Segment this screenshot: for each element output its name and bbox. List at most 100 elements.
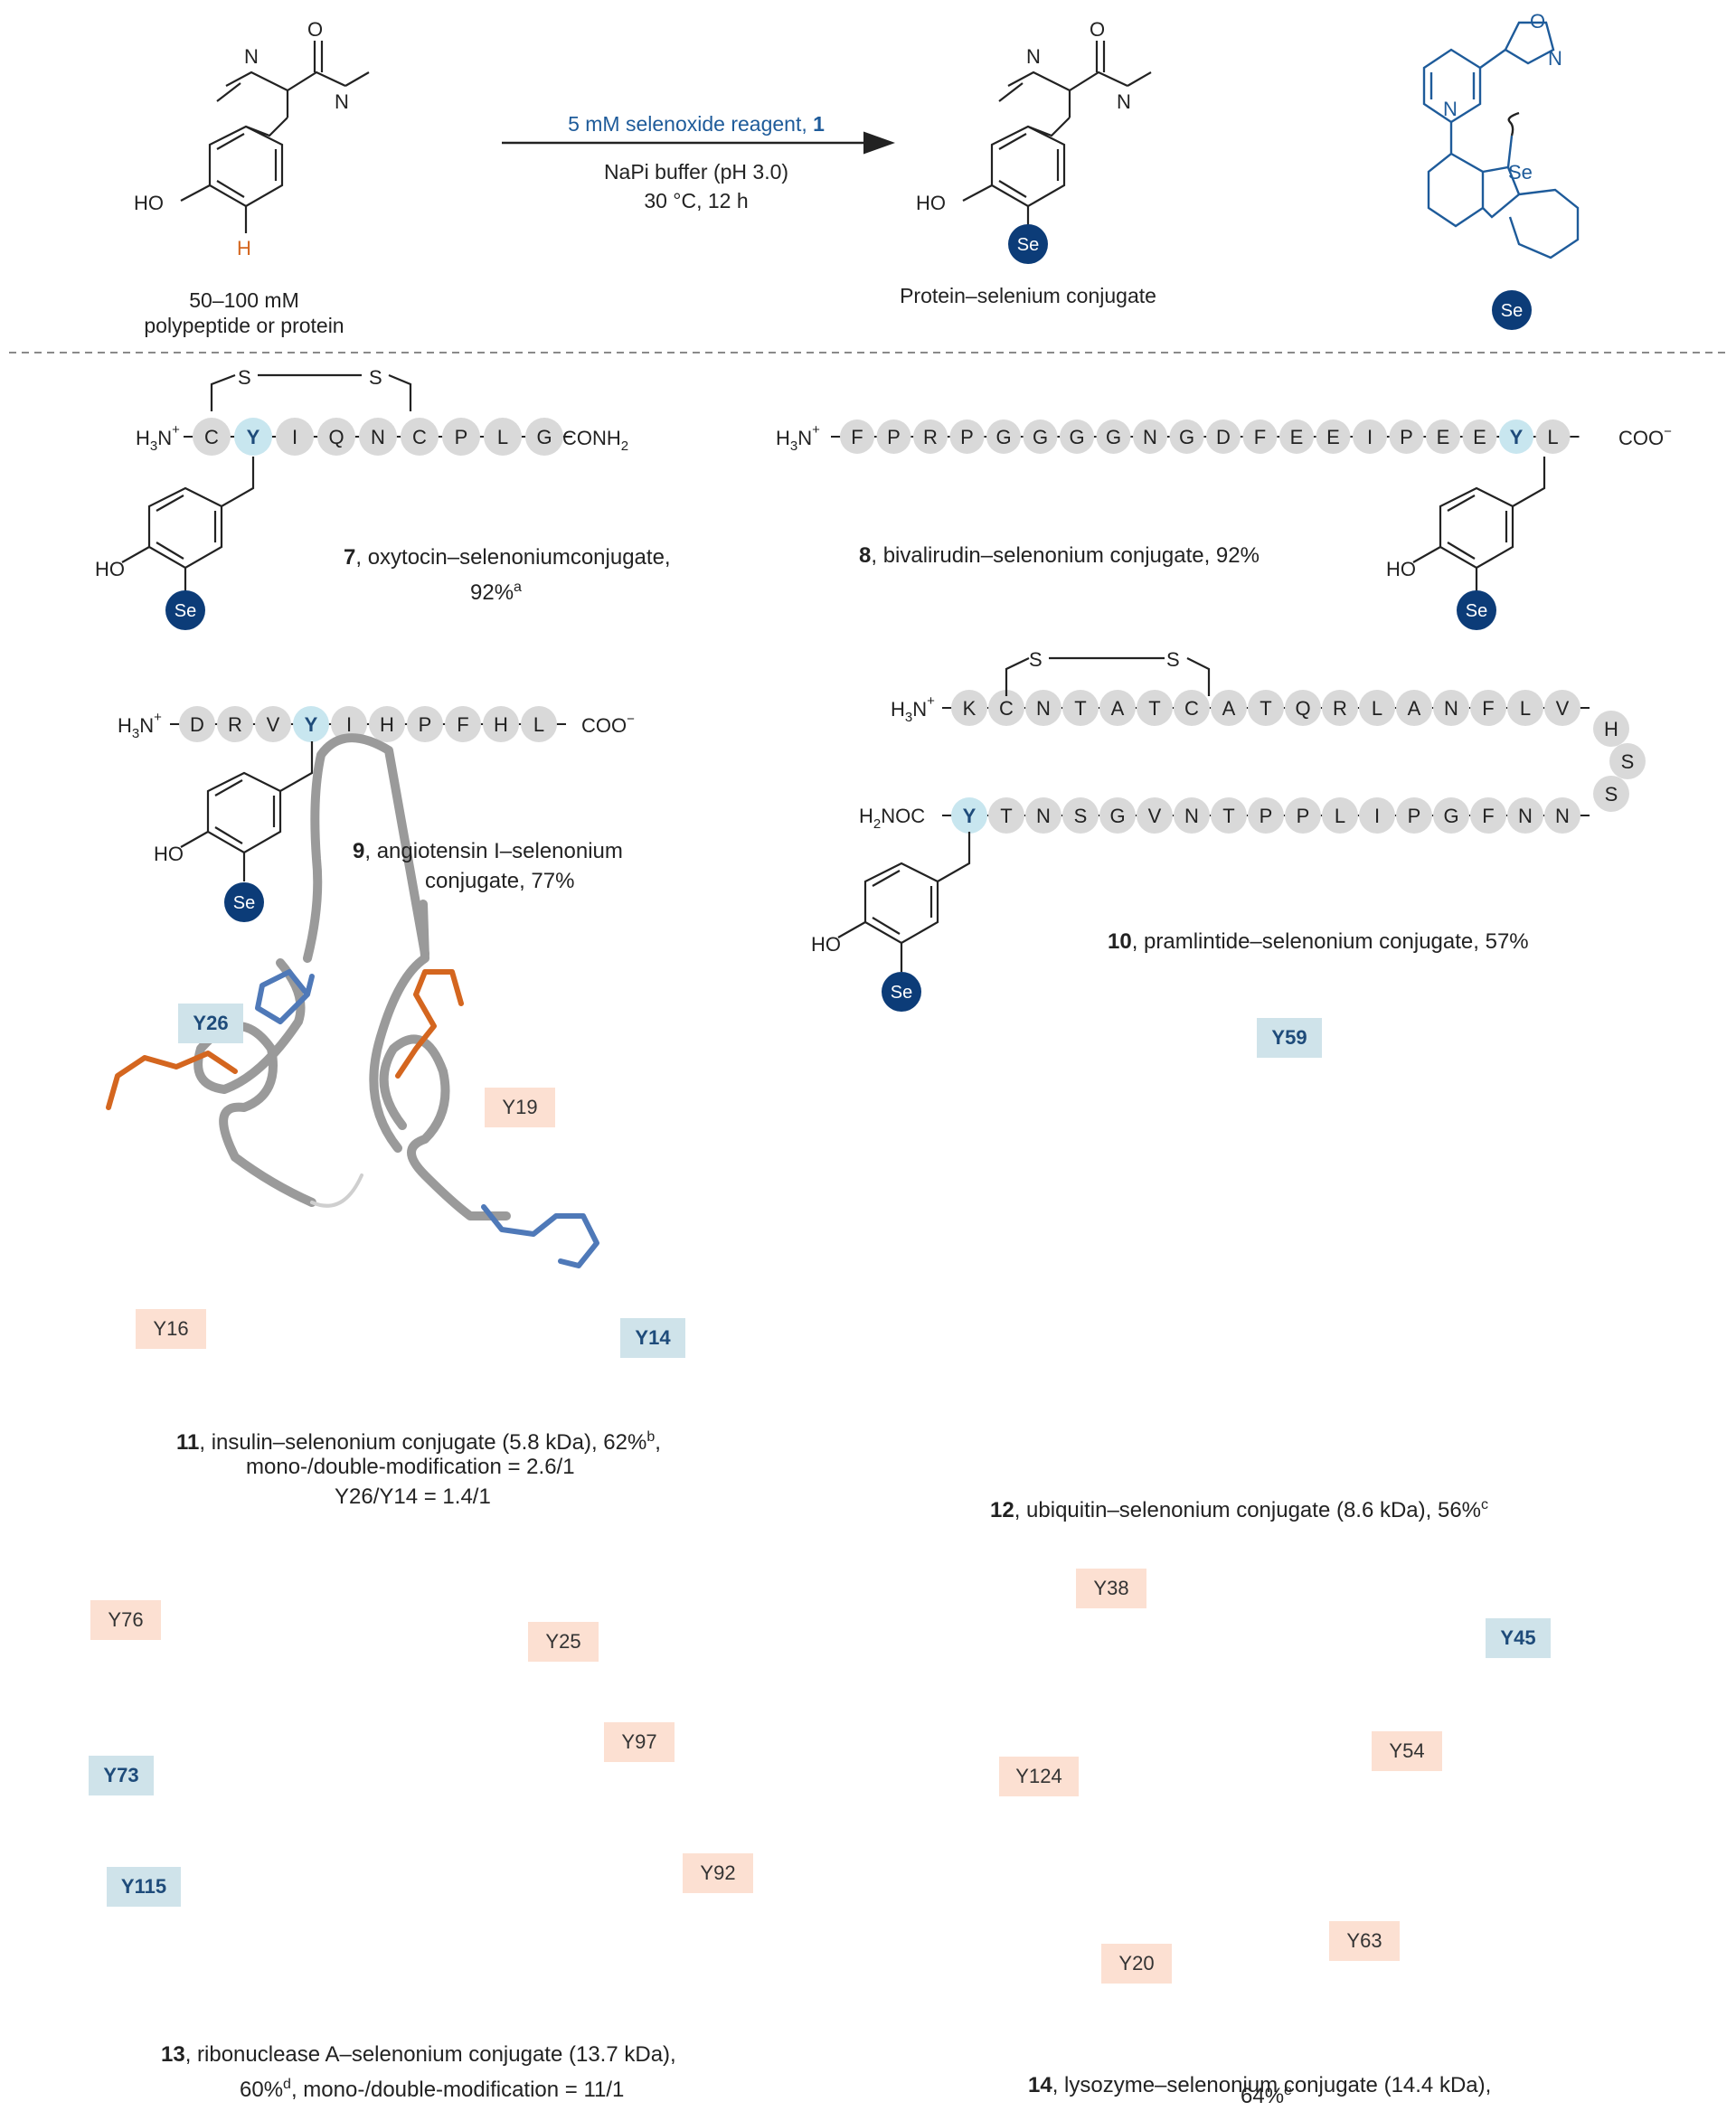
p8-residue: E [1279,419,1314,454]
p11-caption: 11, insulin–selenonium conjugate (5.8 kD… [176,1429,661,1455]
p10-nterm: H3N+ [891,693,935,725]
p13-caption-line2: 60%d, mono-/double-modification = 11/1 [240,2077,625,2102]
p10-row1-residue: A [1099,690,1136,726]
p10-cterm: H2NOC [859,805,925,832]
svg-text:I: I [346,713,352,736]
svg-text:P: P [1408,805,1421,827]
p10-row1-residue: A [1396,690,1432,726]
tag-rnase-y115: Y115 [107,1867,181,1907]
p10-disulfide [1005,656,1211,696]
svg-text:S: S [1605,783,1618,806]
p9-cterm: COO− [581,712,635,737]
reagent-oxazole-o: O [1530,10,1545,33]
svg-text:L: L [533,713,544,736]
svg-text:H: H [1604,718,1618,740]
substrate-name: polypeptide or protein [144,314,344,337]
svg-text:L: L [1335,805,1345,827]
p9-nterm: H3N+ [118,710,162,741]
svg-text:A: A [1222,697,1236,720]
svg-text:P: P [887,426,901,448]
p10-row2-residue: S [1062,797,1099,834]
svg-text:N: N [1143,426,1157,448]
svg-text:G: G [1106,426,1121,448]
p7-residue: G [525,418,563,456]
p10-s2: S [1166,648,1180,671]
p9-caption: 9, angiotensin I–selenonium [353,839,623,863]
svg-text:N: N [371,426,385,448]
p7-caption: 7, oxytocin–selenoniumconjugate, [344,545,671,570]
svg-text:Se: Se [233,893,255,913]
p8-residue: F [1242,419,1278,454]
p9-residue: Y [293,706,329,742]
p7-residue: Y [234,418,272,456]
p10-row2-residue: N [1507,797,1543,834]
p10-row1-residue: T [1248,690,1284,726]
product-se-badge: Se [1008,224,1048,264]
tag-ubiquitin-y59: Y59 [1257,1018,1322,1058]
product-amide-n-label: N [1117,90,1131,113]
carbonyl-o-label: O [307,18,323,41]
svg-text:E: E [1290,426,1304,448]
p9-residue: I [331,706,367,742]
reagent-label: 5 mM selenoxide reagent, 1 [568,112,825,136]
p8-residue: G [1096,419,1131,454]
p10-row1-residue: A [1211,690,1247,726]
p10-row1-residue: R [1322,690,1358,726]
svg-text:C: C [999,697,1014,720]
svg-text:F: F [851,426,863,448]
svg-text:Q: Q [1295,697,1310,720]
p10-row2-residue: P [1285,797,1321,834]
svg-text:G: G [995,426,1011,448]
tag-insulin-y16: Y16 [136,1309,206,1349]
reagent-oxazole-n: N [1548,47,1562,70]
p7-residue: Q [317,418,355,456]
tag-lysozyme-y38: Y38 [1076,1569,1146,1608]
svg-text:G: G [1443,805,1458,827]
p8-residue: G [986,419,1021,454]
p8-residue: E [1316,419,1351,454]
svg-text:Se: Se [1501,301,1523,321]
p8-residue: F [840,419,874,454]
svg-text:Y: Y [305,713,318,736]
p13-caption: 13, ribonuclease A–selenonium conjugate … [161,2042,676,2067]
tag-lysozyme-y54: Y54 [1372,1731,1442,1771]
svg-text:G: G [1179,426,1194,448]
p7-residue: N [359,418,397,456]
p8-residue: D [1206,419,1241,454]
p9-residue: L [521,706,557,742]
reagent-pyridine-n: N [1443,98,1458,120]
insulin-ribbon [106,733,599,1268]
p7-disulfide [210,373,412,411]
p10-row1-residue: F [1470,690,1506,726]
tag-insulin-y19: Y19 [485,1088,555,1127]
svg-text:C: C [204,426,219,448]
product-name: Protein–selenium conjugate [900,284,1156,307]
svg-text:V: V [267,713,280,736]
tag-insulin-y26: Y26 [178,1004,243,1043]
p8-caption: 8, bivalirudin–selenonium conjugate, 92% [859,543,1260,568]
svg-text:Se: Se [175,601,196,621]
p9-residue: H [369,706,405,742]
ho-label: HO [134,192,164,214]
svg-text:L: L [1520,697,1531,720]
svg-text:E: E [1326,426,1340,448]
p8-residue: P [1389,419,1424,454]
p11-caption-line2: mono-/double-modification = 2.6/1 [246,1455,575,1479]
p10-row2-residue: V [1137,797,1173,834]
reactive-h-label: H [237,237,251,259]
reagent-se-badge: Se [1492,290,1532,330]
substrate-concentration: 50–100 mM [189,288,298,312]
tag-rnase-y73: Y73 [89,1756,154,1795]
p12-caption: 12, ubiquitin–selenonium conjugate (8.6 … [990,1497,1489,1522]
svg-text:G: G [536,426,552,448]
p7-s2: S [369,366,382,389]
svg-text:Se: Se [891,983,912,1003]
product-o-label: O [1090,18,1105,41]
svg-text:F: F [1482,697,1494,720]
p7-residue: C [401,418,439,456]
p10-turn-residue: H [1593,711,1629,747]
p8-residue: R [913,419,948,454]
